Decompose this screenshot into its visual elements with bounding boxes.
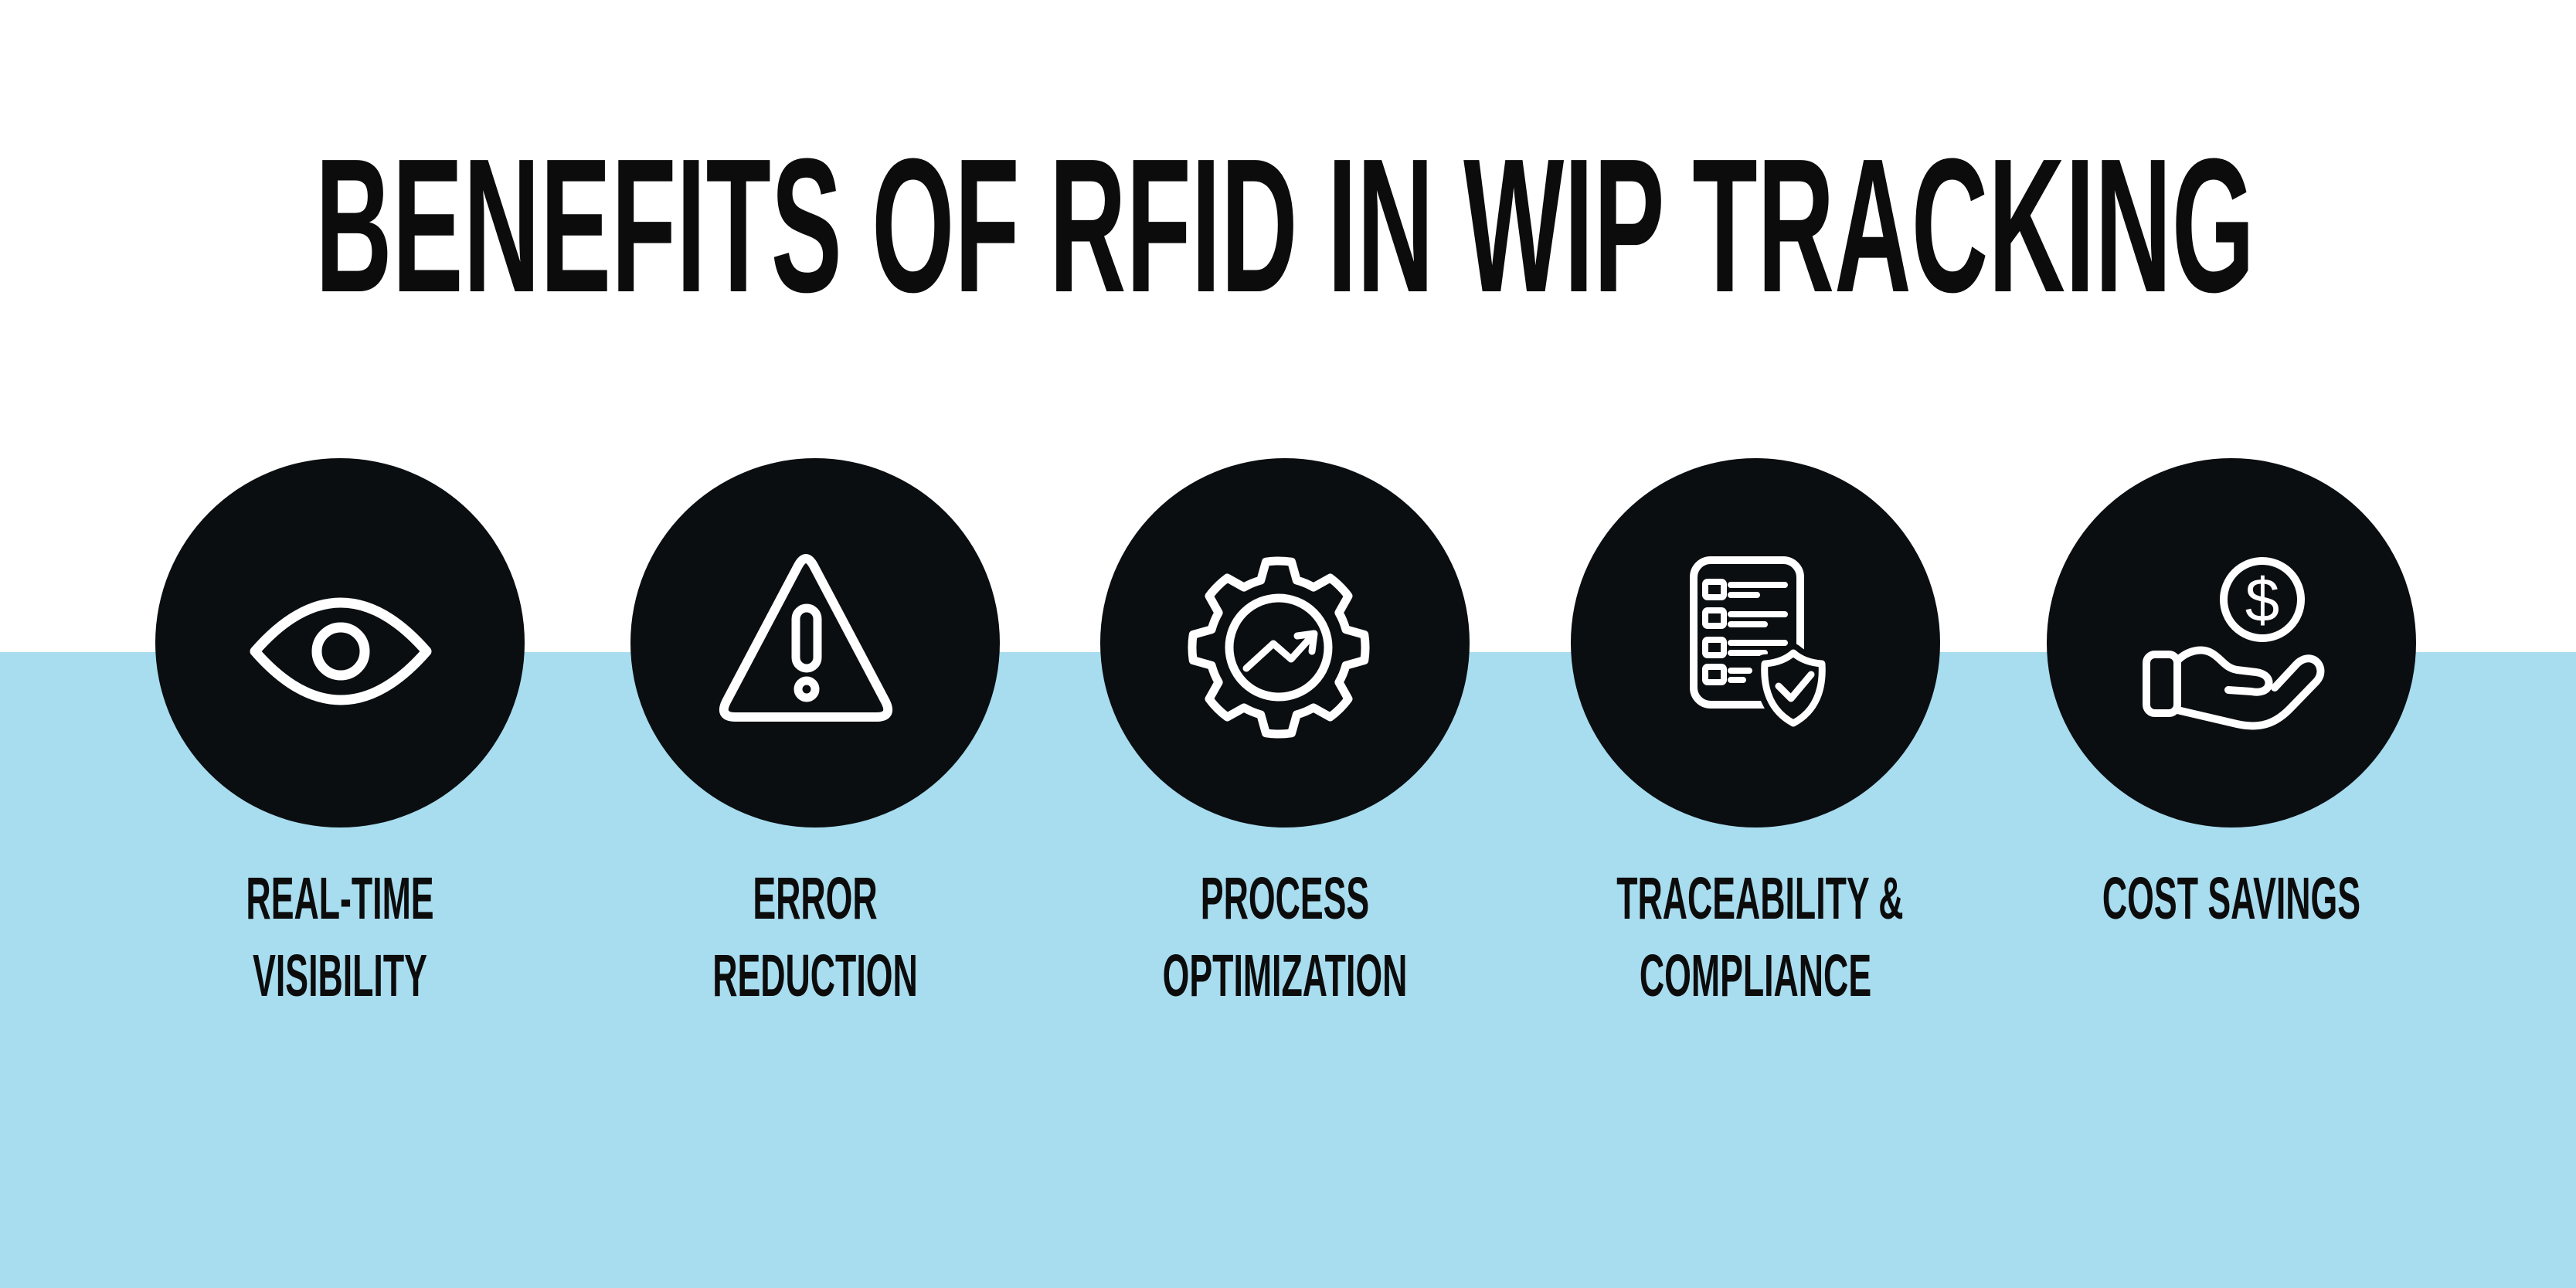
page-title: BENEFITS OF RFID IN WIP TRACKING bbox=[315, 119, 2255, 332]
gear-path bbox=[1188, 556, 1370, 739]
benefit-label-line: TRACEABILITY & bbox=[1616, 865, 1904, 932]
page-title-svg: BENEFITS OF RFID IN WIP TRACKING bbox=[315, 119, 2255, 332]
hand-dollar-icon: $ bbox=[2143, 557, 2325, 730]
benefit-label: COST SAVINGS bbox=[2092, 860, 2370, 937]
benefit-label: PROCESS OPTIMIZATION bbox=[1146, 860, 1424, 1014]
benefit-label-line: COMPLIANCE bbox=[1639, 943, 1872, 1009]
benefit-label: REAL-TIME VISIBILITY bbox=[201, 860, 479, 1014]
gear-growth-icon bbox=[1188, 556, 1370, 739]
benefit-label-line: ERROR bbox=[753, 865, 878, 932]
benefit-circle bbox=[155, 458, 525, 828]
warning-triangle-icon bbox=[719, 554, 892, 722]
checklist-shield-icon bbox=[1690, 556, 1832, 732]
benefit-label-line: COST SAVINGS bbox=[2102, 865, 2361, 932]
benefit-label-line: REDUCTION bbox=[712, 943, 918, 1009]
benefit-circle bbox=[2047, 458, 2416, 828]
benefit-circle bbox=[1100, 458, 1470, 828]
benefit-label: TRACEABILITY & COMPLIANCE bbox=[1616, 860, 1904, 1014]
benefit-label: ERROR REDUCTION bbox=[676, 860, 954, 1014]
benefit-label-line: VISIBILITY bbox=[253, 943, 427, 1009]
benefit-label-line: PROCESS bbox=[1200, 865, 1370, 932]
dollar-symbol: $ bbox=[2245, 566, 2280, 634]
eye-icon bbox=[250, 597, 432, 705]
benefit-label-line: OPTIMIZATION bbox=[1162, 943, 1408, 1009]
benefit-label-line: REAL-TIME bbox=[246, 865, 434, 932]
